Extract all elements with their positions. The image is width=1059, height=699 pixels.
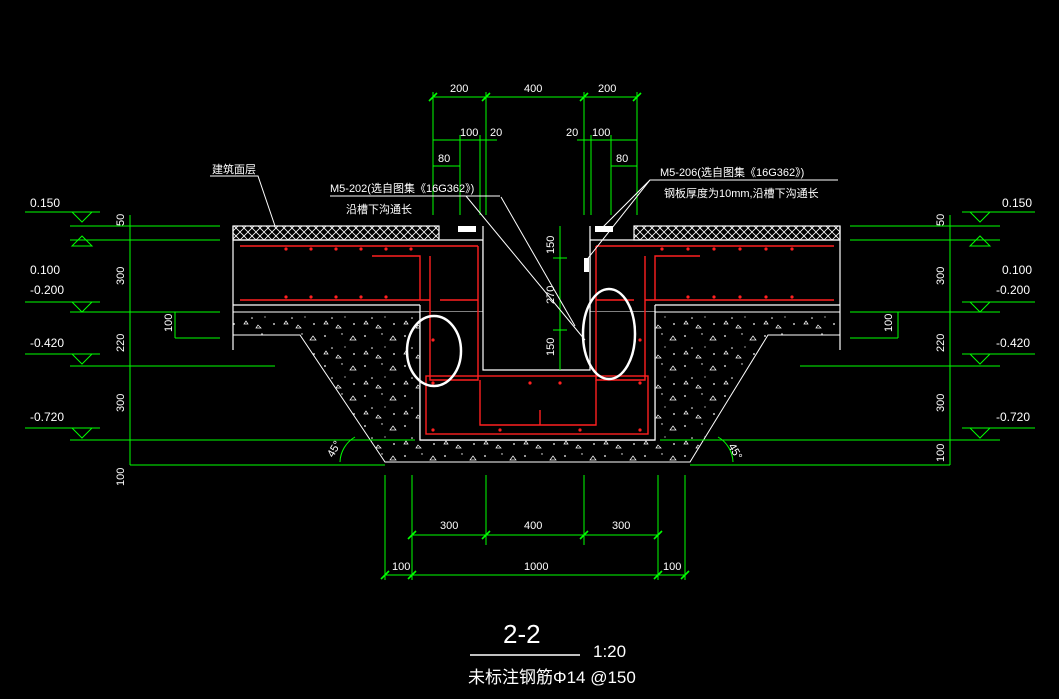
dim-bottom-1: 300 [440, 520, 458, 532]
dim-top-1: 200 [450, 83, 468, 95]
dim-left-2: 300 [115, 267, 127, 285]
level-left-3: -0.200 [30, 283, 64, 297]
rebar [240, 245, 834, 435]
level-right-5: -0.720 [996, 410, 1030, 424]
right-vertical-dim-labels: 50 300 220 300 100 100 [883, 214, 947, 462]
label-m5-202-sub: 沿槽下沟通长 [346, 203, 412, 216]
dim-trench-2: 270 [545, 286, 557, 304]
trench-dim-labels: 150 270 150 [545, 236, 557, 356]
floor-finish-right [633, 225, 841, 241]
floor-finish-left [232, 225, 440, 241]
bottom-dim-labels: 300 400 300 100 1000 100 [392, 520, 681, 573]
level-right-3: -0.200 [996, 283, 1030, 297]
level-left-2: 0.100 [30, 263, 60, 277]
beam-outline [419, 312, 656, 441]
dim-sub-r1: 20 [566, 127, 578, 139]
dim-sub-l1: 100 [460, 127, 478, 139]
dim-bottom-5: 1000 [524, 561, 548, 573]
dim-bottom-2: 400 [524, 520, 542, 532]
dim-left-1: 50 [115, 214, 127, 226]
section-scale: 1:20 [593, 642, 626, 661]
label-m5-206-sub: 钢板厚度为10mm,沿槽下沟通长 [664, 186, 819, 200]
dim-right-2: 300 [935, 267, 947, 285]
embed-plate-wall [584, 258, 589, 272]
highlight-circle-right [581, 287, 637, 381]
dimension-lines [25, 92, 1035, 580]
label-floor-finish: 建筑面层 [212, 162, 256, 176]
top-dim-labels: 200 400 200 100 20 80 20 100 80 [438, 83, 628, 165]
dimension-ticks [380, 92, 690, 580]
dim-inner-left: 100 [163, 314, 175, 332]
dim-bottom-6: 100 [663, 561, 681, 573]
dim-right-4: 300 [935, 394, 947, 412]
level-right-2: 0.100 [1002, 263, 1032, 277]
angle-right: 45° [725, 442, 744, 462]
embed-plate-right [595, 226, 613, 232]
dim-left-3: 220 [115, 334, 127, 352]
level-labels-right: 0.150 0.100 -0.200 -0.420 -0.720 [996, 196, 1032, 424]
dim-sub-l3: 80 [438, 153, 450, 165]
dim-right-5: 100 [935, 444, 947, 462]
label-m5-206: M5-206(选自图集《16G362》) [660, 165, 804, 179]
dim-right-3: 220 [935, 334, 947, 352]
dim-top-3: 200 [598, 83, 616, 95]
dim-sub-r2: 100 [592, 127, 610, 139]
highlight-circle-left [405, 314, 463, 388]
title-block: 2-2 1:20 未标注钢筋Φ14 @150 [468, 619, 636, 687]
dim-bottom-4: 100 [392, 561, 410, 573]
level-right-1: 0.150 [1002, 196, 1032, 210]
dim-sub-l2: 20 [490, 127, 502, 139]
dim-trench-3: 150 [545, 338, 557, 356]
dim-left-4: 300 [115, 394, 127, 412]
rebar-dots [284, 247, 794, 432]
dim-left-5: 100 [115, 468, 127, 486]
dim-top-2: 400 [524, 83, 542, 95]
embed-plate-left [458, 226, 476, 232]
left-vertical-dim-labels: 50 300 220 300 100 100 [115, 214, 175, 486]
leader-lines [210, 175, 838, 341]
trench-mask [483, 240, 590, 370]
level-left-1: 0.150 [30, 196, 60, 210]
dim-bottom-3: 300 [612, 520, 630, 532]
level-labels-left: 0.150 0.100 -0.200 -0.420 -0.720 [30, 196, 64, 424]
annotation-labels: 建筑面层 M5-202(选自图集《16G362》) 沿槽下沟通长 M5-206(… [212, 162, 819, 216]
level-left-4: -0.420 [30, 336, 64, 350]
dim-right-1: 50 [935, 214, 947, 226]
rebar-footnote: 未标注钢筋Φ14 @150 [468, 668, 636, 687]
dim-sub-r3: 80 [616, 153, 628, 165]
dim-inner-right: 100 [883, 314, 895, 332]
section-title: 2-2 [503, 619, 541, 649]
dim-trench-1: 150 [545, 236, 557, 254]
label-m5-202: M5-202(选自图集《16G362》) [330, 181, 474, 195]
level-left-5: -0.720 [30, 410, 64, 424]
level-right-4: -0.420 [996, 336, 1030, 350]
